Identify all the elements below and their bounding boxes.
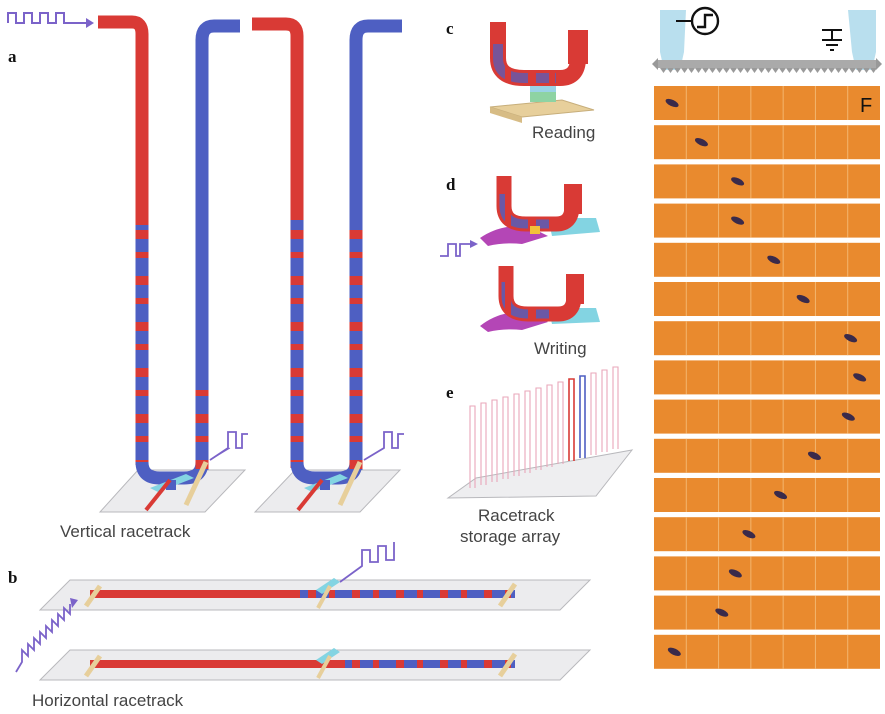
step-function-icon — [676, 6, 720, 36]
microscopy-frame — [654, 282, 880, 316]
racetrack-loop — [535, 387, 542, 470]
microscopy-frame — [654, 595, 880, 630]
panel-label-f: F — [860, 95, 872, 117]
domain-wall-spot — [774, 490, 788, 500]
microscopy-frame — [654, 86, 880, 120]
domain-wall-spot — [694, 138, 708, 147]
domain-wall-spot — [728, 569, 742, 578]
caption-array-line2: storage array — [460, 527, 561, 546]
substrate-plate — [253, 469, 402, 513]
microscopy-frame — [654, 125, 880, 160]
vertical-racetrack-1 — [98, 15, 248, 512]
microscopy-frame — [654, 164, 880, 199]
pulse-wave-icon — [440, 243, 470, 257]
microscopy-frame — [654, 634, 880, 669]
panel-d: d Writing — [440, 175, 600, 358]
domain-wall-spot — [853, 373, 867, 382]
panel-c: c Reading — [446, 19, 595, 142]
domain-wall-spot — [844, 334, 858, 343]
substrate-plate — [98, 469, 247, 513]
domain-wall-spot — [807, 451, 821, 460]
panel-f: F — [652, 6, 882, 669]
microscopy-frames — [654, 86, 880, 669]
domain-wall-spot — [731, 177, 745, 186]
racetrack-array — [469, 366, 619, 488]
racetrack-loop — [480, 402, 487, 485]
vertical-racetrack-2 — [252, 17, 404, 512]
domain-wall-spot — [796, 294, 810, 304]
panel-label-a: a — [8, 47, 17, 66]
racetrack-loop — [546, 384, 553, 467]
microscopy-frame — [654, 438, 880, 473]
panel-label-e: e — [446, 383, 454, 402]
microscopy-frame — [654, 478, 880, 512]
racetrack-loop — [557, 381, 564, 464]
pulse-wave-icon — [15, 604, 71, 673]
racetrack-loop — [568, 378, 575, 461]
domain-wall-spot — [841, 412, 855, 421]
panel-a: a — [7, 12, 404, 541]
domain-wall-spot — [731, 216, 745, 225]
domain-wall-spot — [715, 608, 729, 617]
racetrack-loop — [469, 405, 476, 488]
racetrack-loop — [601, 369, 608, 452]
racetrack-loop — [590, 372, 597, 455]
panel-label-c: c — [446, 19, 454, 38]
caption-reading: Reading — [532, 123, 595, 142]
racetrack-loop — [491, 399, 498, 482]
racetrack-loop — [579, 375, 586, 458]
electrode-right — [848, 10, 876, 70]
domain-wall-spot — [665, 98, 679, 108]
racetrack-loop — [612, 366, 619, 449]
domain-wall-spot — [767, 255, 781, 264]
microscopy-frame — [654, 321, 880, 356]
microscopy-frame — [654, 360, 880, 395]
panel-b: b Horizontal racetrack — [8, 542, 592, 710]
caption-writing: Writing — [534, 339, 587, 358]
pulse-wave-icon — [7, 12, 94, 28]
caption-horizontal-racetrack: Horizontal racetrack — [32, 691, 184, 710]
microscopy-frame — [654, 203, 880, 238]
microscopy-frame — [654, 517, 880, 552]
panel-label-b: b — [8, 568, 17, 587]
panel-e: e Racetrack storage array — [446, 366, 634, 546]
microscopy-frame — [654, 399, 880, 434]
panel-label-d: d — [446, 175, 456, 194]
racetrack-loop — [524, 390, 531, 473]
racetrack-loop — [513, 393, 520, 476]
racetrack-loop — [502, 396, 509, 479]
caption-vertical-racetrack: Vertical racetrack — [60, 522, 191, 541]
horizontal-racetrack-2 — [90, 660, 515, 668]
ground-icon — [822, 29, 842, 51]
domain-wall-spot — [742, 530, 756, 539]
domain-wall-spot — [667, 647, 681, 656]
microscopy-frame — [654, 242, 880, 277]
microscopy-frame — [654, 556, 880, 591]
electrode-left — [660, 10, 686, 70]
caption-array-line1: Racetrack — [478, 506, 555, 525]
